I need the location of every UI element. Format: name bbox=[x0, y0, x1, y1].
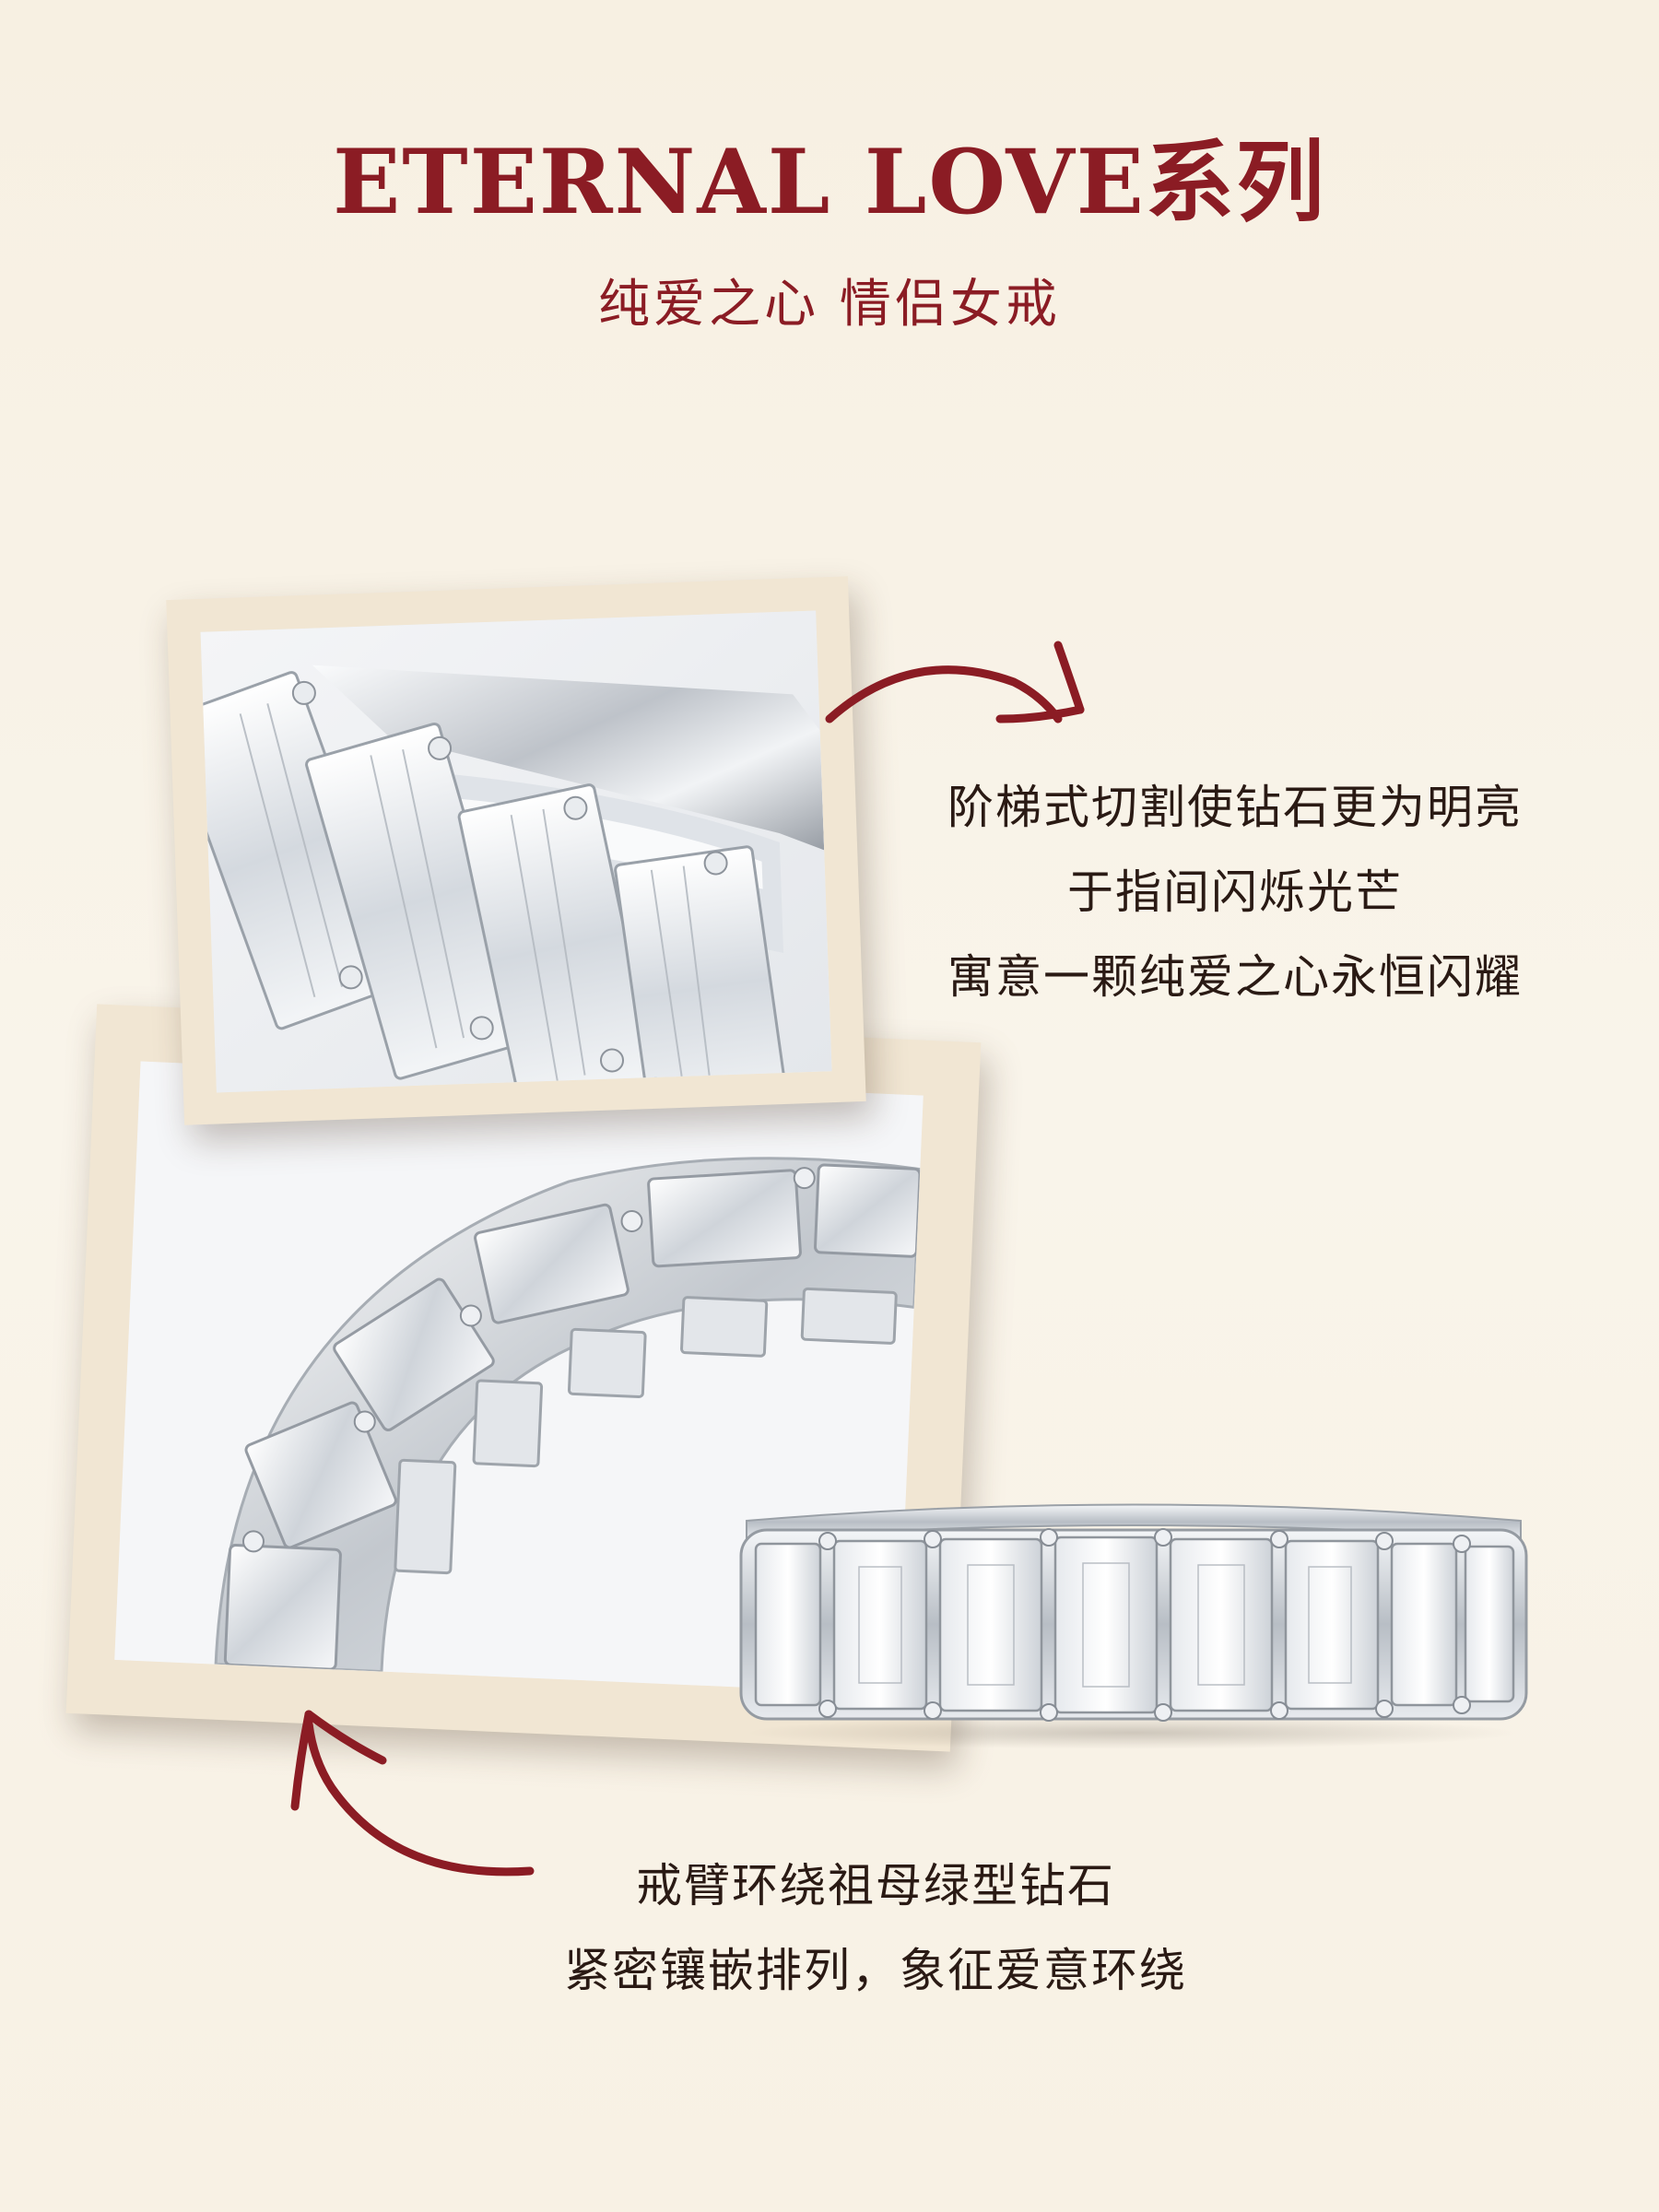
description-top-line2: 于指间闪烁光芒 bbox=[1067, 865, 1403, 919]
ring-arc-photo bbox=[114, 1061, 924, 1695]
ring-front-illustration bbox=[739, 1503, 1528, 1749]
ring-closeup-illustration bbox=[200, 610, 832, 1093]
description-top-line3: 寓意一颗纯爱之心永恒闪耀 bbox=[947, 950, 1523, 1004]
description-bottom: 戒臂环绕祖母绿型钻石 紧密镶嵌排列，象征爱意环绕 bbox=[516, 1843, 1235, 2013]
photo-frame-top bbox=[166, 576, 866, 1125]
ring-front-view bbox=[728, 1493, 1539, 1751]
description-bottom-line1: 戒臂环绕祖母绿型钻石 bbox=[636, 1859, 1115, 1912]
curved-arrow-right-icon bbox=[811, 627, 1106, 774]
description-top-line1: 阶梯式切割使钻石更为明亮 bbox=[947, 781, 1523, 834]
page-title: ETERNAL LOVE系列 bbox=[333, 130, 1326, 234]
ring-arc-illustration bbox=[114, 1061, 924, 1695]
photo-frame-bottom bbox=[65, 1004, 982, 1752]
ring-closeup-photo bbox=[200, 610, 832, 1093]
curved-arrow-up-icon bbox=[258, 1687, 553, 1889]
description-bottom-line2: 紧密镶嵌排列，象征爱意环绕 bbox=[564, 1944, 1187, 1997]
description-top: 阶梯式切割使钻石更为明亮 于指间闪烁光芒 寓意一颗纯爱之心永恒闪耀 bbox=[912, 765, 1558, 1019]
page-subtitle: 纯爱之心 情侣女戒 bbox=[598, 275, 1061, 335]
